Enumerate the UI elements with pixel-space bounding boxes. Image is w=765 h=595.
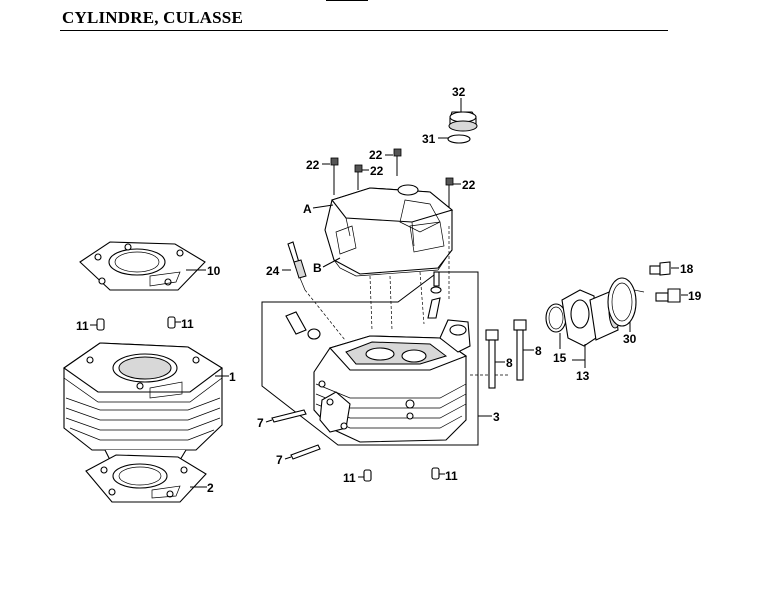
title-underline <box>60 30 668 31</box>
callout-24: 24 <box>266 264 280 278</box>
callout-19: 19 <box>688 289 702 303</box>
assembly-line-plug <box>304 289 346 341</box>
callout-30: 30 <box>623 332 637 346</box>
callout-1: 1 <box>229 370 236 384</box>
leader-B <box>322 257 341 268</box>
stud-a <box>271 409 307 423</box>
spark-plug <box>287 241 307 291</box>
cylinder-block <box>63 342 223 461</box>
leader-7-a <box>265 419 273 423</box>
callout-18: 18 <box>680 262 694 276</box>
callout-11-d: 11 <box>445 469 458 483</box>
callout-8-a: 8 <box>506 356 513 370</box>
callout-11-b: 11 <box>181 317 194 331</box>
assembly-line-2 <box>389 275 393 331</box>
callout-11-a: 11 <box>76 319 89 333</box>
head-bolt-a <box>485 329 499 389</box>
callout-22-a: 22 <box>306 158 320 172</box>
cylinder-head-cover <box>324 184 454 277</box>
page-title: CYLINDRE, CULASSE <box>62 8 243 27</box>
callout-7-b: 7 <box>276 453 283 467</box>
leader-A <box>312 204 334 209</box>
cover-bolt-a <box>330 157 339 195</box>
callout-A: A <box>303 202 312 216</box>
callout-11-c: 11 <box>343 471 356 485</box>
cylinder-head-assembly-bracket <box>261 271 479 446</box>
callout-10: 10 <box>207 264 221 278</box>
oil-filler-cap <box>448 111 478 132</box>
dowel-pin-top-left <box>96 318 105 331</box>
dowel-pin-bottom-left <box>363 469 372 482</box>
head-bolt-b <box>513 319 527 381</box>
callout-15: 15 <box>553 351 567 365</box>
valve-stud-upper <box>427 271 442 319</box>
callout-2: 2 <box>207 481 214 495</box>
spark-plug-seat <box>285 311 321 340</box>
head-gasket <box>79 241 206 291</box>
cylinder-head <box>313 319 471 443</box>
assembly-line-3 <box>419 271 425 325</box>
cover-bolt-b <box>393 148 402 176</box>
intake-clamp <box>607 277 645 327</box>
dowel-pin-top-right <box>167 316 176 329</box>
callout-22-b: 22 <box>369 148 383 162</box>
callout-3: 3 <box>493 410 500 424</box>
callout-22-c: 22 <box>370 164 384 178</box>
bolt-18 <box>649 261 671 276</box>
bolt-19 <box>655 288 681 303</box>
callout-8-b: 8 <box>535 344 542 358</box>
assembly-line-1 <box>369 275 373 331</box>
callout-B: B <box>313 261 322 275</box>
oil-cap-o-ring <box>447 134 471 144</box>
cover-bolt-c <box>354 164 363 190</box>
callout-7-a: 7 <box>257 416 264 430</box>
leader-13 <box>572 344 586 368</box>
stud-b <box>290 444 321 460</box>
top-rule-mark <box>326 0 368 1</box>
base-gasket <box>85 454 207 503</box>
callout-13: 13 <box>576 369 590 383</box>
callout-22-d: 22 <box>462 178 476 192</box>
callout-31: 31 <box>422 132 436 146</box>
dowel-pin-bottom-right <box>431 467 440 480</box>
leader-7-b <box>284 456 292 460</box>
callout-32: 32 <box>452 85 466 99</box>
